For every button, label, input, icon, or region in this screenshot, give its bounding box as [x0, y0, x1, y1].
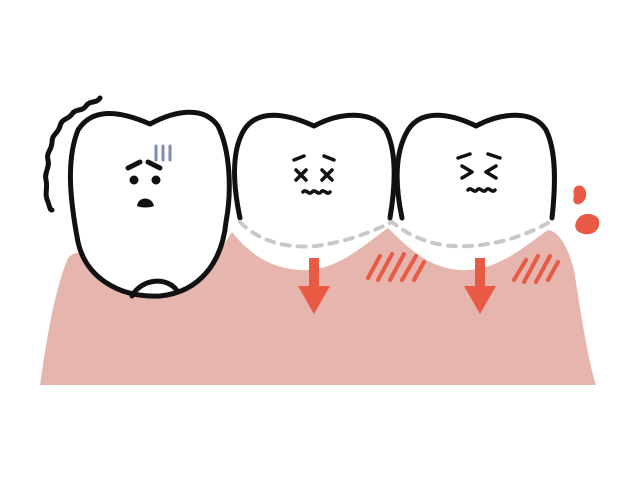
tooth-middle-brow-left [292, 154, 306, 162]
tooth-left [43, 95, 232, 299]
blood-drop-icon [573, 185, 600, 235]
wobble-lines-icon [43, 95, 103, 213]
tooth-left-frown [129, 278, 181, 299]
tooth-middle-eyes [294, 168, 334, 182]
tooth-right-brow-right [486, 152, 502, 160]
tooth-middle-body [231, 112, 397, 221]
tooth-middle-mouth [301, 189, 332, 195]
down-arrow-icon [298, 258, 330, 314]
sweat-marks-icon [154, 144, 172, 162]
original-gumline-dashed [238, 219, 552, 249]
tooth-right-eyes [460, 164, 498, 180]
tooth-right-mouth [466, 187, 497, 193]
tooth-right-body [394, 112, 557, 221]
tooth-middle-brow-right [322, 154, 336, 162]
tooth-left-eyes [125, 159, 163, 185]
inflammation-hatch-icon [366, 252, 426, 282]
inflammation-hatch-icon [512, 254, 560, 284]
tooth-right-brow-left [456, 152, 472, 160]
down-arrow-icon [464, 258, 496, 314]
tooth-right [394, 112, 557, 221]
tooth-left-mouth [137, 198, 154, 208]
tooth-middle [231, 112, 397, 221]
